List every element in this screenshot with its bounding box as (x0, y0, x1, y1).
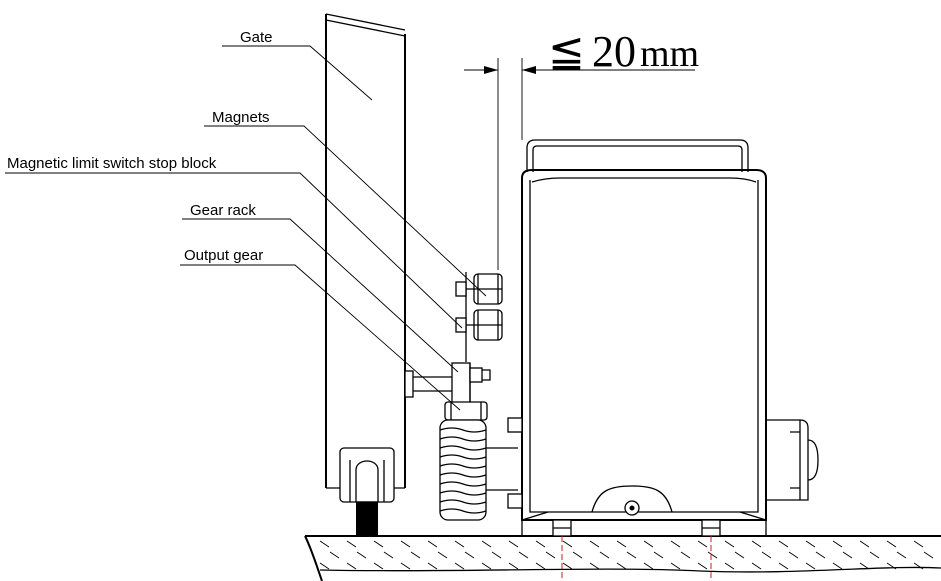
rack-bracket (404, 362, 491, 421)
gear-tooth (439, 472, 487, 478)
ground-hatch-stroke (913, 562, 924, 570)
magnets-label: Magnets (212, 109, 270, 126)
ground-hatch-stroke (356, 551, 367, 559)
ground-hatch-stroke (670, 540, 681, 548)
ground-hatch-stroke (346, 540, 357, 548)
ground-hatch-stroke (842, 551, 853, 559)
ground-hatch-stroke (491, 551, 502, 559)
dimension-symbol: ≦ (548, 27, 585, 76)
ground-hatch-stroke (626, 551, 637, 559)
output-gear (439, 401, 518, 521)
ground-hatch-stroke (373, 562, 384, 570)
ground-hatch-stroke (815, 551, 826, 559)
ground-hatch-stroke (778, 562, 789, 570)
ground-hatch-stroke (427, 540, 438, 548)
ground-hatch-stroke (643, 562, 654, 570)
gear-tooth (439, 481, 487, 487)
gate-label: Gate (240, 29, 273, 46)
gear-tooth (439, 445, 487, 451)
ground-hatch-stroke (329, 551, 340, 559)
ground-hatch-stroke (454, 562, 465, 570)
ground-hatch-stroke (562, 562, 573, 570)
ground-hatch-stroke (896, 551, 907, 559)
gate-leaf (325, 13, 406, 489)
ground-hatch-stroke (400, 540, 411, 548)
ground-hatch-stroke (859, 562, 870, 570)
bolt-centerlines (561, 536, 712, 581)
ground-hatch-stroke (724, 562, 735, 570)
ground-hatch-stroke (599, 551, 610, 559)
gear-rack-label: Gear rack (190, 202, 256, 219)
ground (304, 535, 941, 581)
ground-hatch-stroke (383, 551, 394, 559)
ground-hatch-stroke (788, 551, 799, 559)
ground-hatch-stroke (778, 540, 789, 548)
gear-tooth (439, 436, 487, 442)
ground-hatch-stroke (589, 540, 600, 548)
ground-hatch-stroke (410, 551, 421, 559)
dimension-value: 20 (592, 27, 636, 76)
ground-hatch-stroke (508, 562, 519, 570)
ground-hatch-stroke (437, 551, 448, 559)
gear-tooth (439, 508, 487, 514)
ground-hatch-stroke (832, 562, 843, 570)
ground-hatch-stroke (545, 551, 556, 559)
ground-hatch-stroke (562, 540, 573, 548)
output-gear-label: Output gear (184, 247, 263, 264)
ground-hatch-stroke (427, 562, 438, 570)
gear-tooth (439, 454, 487, 460)
ground-hatch-stroke (616, 562, 627, 570)
ground-hatch-stroke (572, 551, 583, 559)
ground-hatch-stroke (724, 540, 735, 548)
gear-tooth (439, 463, 487, 469)
ground-hatch-stroke (670, 562, 681, 570)
ground-hatch-stroke (707, 551, 718, 559)
ground-hatch-stroke (454, 540, 465, 548)
ground-hatch-stroke (751, 540, 762, 548)
ground-hatch-stroke (832, 540, 843, 548)
ground-hatch-stroke (653, 551, 664, 559)
ground-hatch-stroke (886, 562, 897, 570)
gear-tooth (439, 427, 487, 433)
callouts: Gate Magnets Magnetic limit switch stop … (5, 29, 487, 411)
ground-hatch-stroke (400, 562, 411, 570)
ground-hatch-stroke (535, 562, 546, 570)
ground-hatch-stroke (518, 551, 529, 559)
gear-tooth (439, 499, 487, 505)
ground-hatch-stroke (805, 540, 816, 548)
ground-hatch-stroke (508, 540, 519, 548)
ground-hatch-stroke (346, 562, 357, 570)
gear-tooth (439, 490, 487, 496)
ground-hatch-stroke (589, 562, 600, 570)
ground-hatch-stroke (859, 540, 870, 548)
dimension-unit: mm (640, 33, 699, 75)
ground-hatch-stroke (616, 540, 627, 548)
ground-hatch-stroke (761, 551, 772, 559)
ground-hatch-stroke (869, 551, 880, 559)
ground-hatch-stroke (464, 551, 475, 559)
ground-hatch-stroke (751, 562, 762, 570)
stop-block-label: Magnetic limit switch stop block (7, 155, 217, 172)
ground-hatch-stroke (319, 540, 330, 548)
ground-hatch-stroke (886, 540, 897, 548)
ground-hatch-stroke (481, 540, 492, 548)
magnets (455, 272, 503, 362)
gate-wheel (339, 447, 395, 536)
clearance-dimension: ≦ 20 mm (464, 27, 699, 270)
ground-hatch-stroke (481, 562, 492, 570)
ground-hatch-stroke (319, 562, 330, 570)
ground-hatch-stroke (913, 540, 924, 548)
ground-hatch-stroke (923, 551, 934, 559)
motor-unit (507, 139, 819, 537)
ground-hatch-stroke (697, 562, 708, 570)
ground-hatch-stroke (373, 540, 384, 548)
ground-hatch-stroke (734, 551, 745, 559)
ground-hatch-stroke (643, 540, 654, 548)
ground-hatch-stroke (535, 540, 546, 548)
ground-hatch-stroke (805, 562, 816, 570)
ground-hatch-stroke (697, 540, 708, 548)
ground-hatch-stroke (680, 551, 691, 559)
